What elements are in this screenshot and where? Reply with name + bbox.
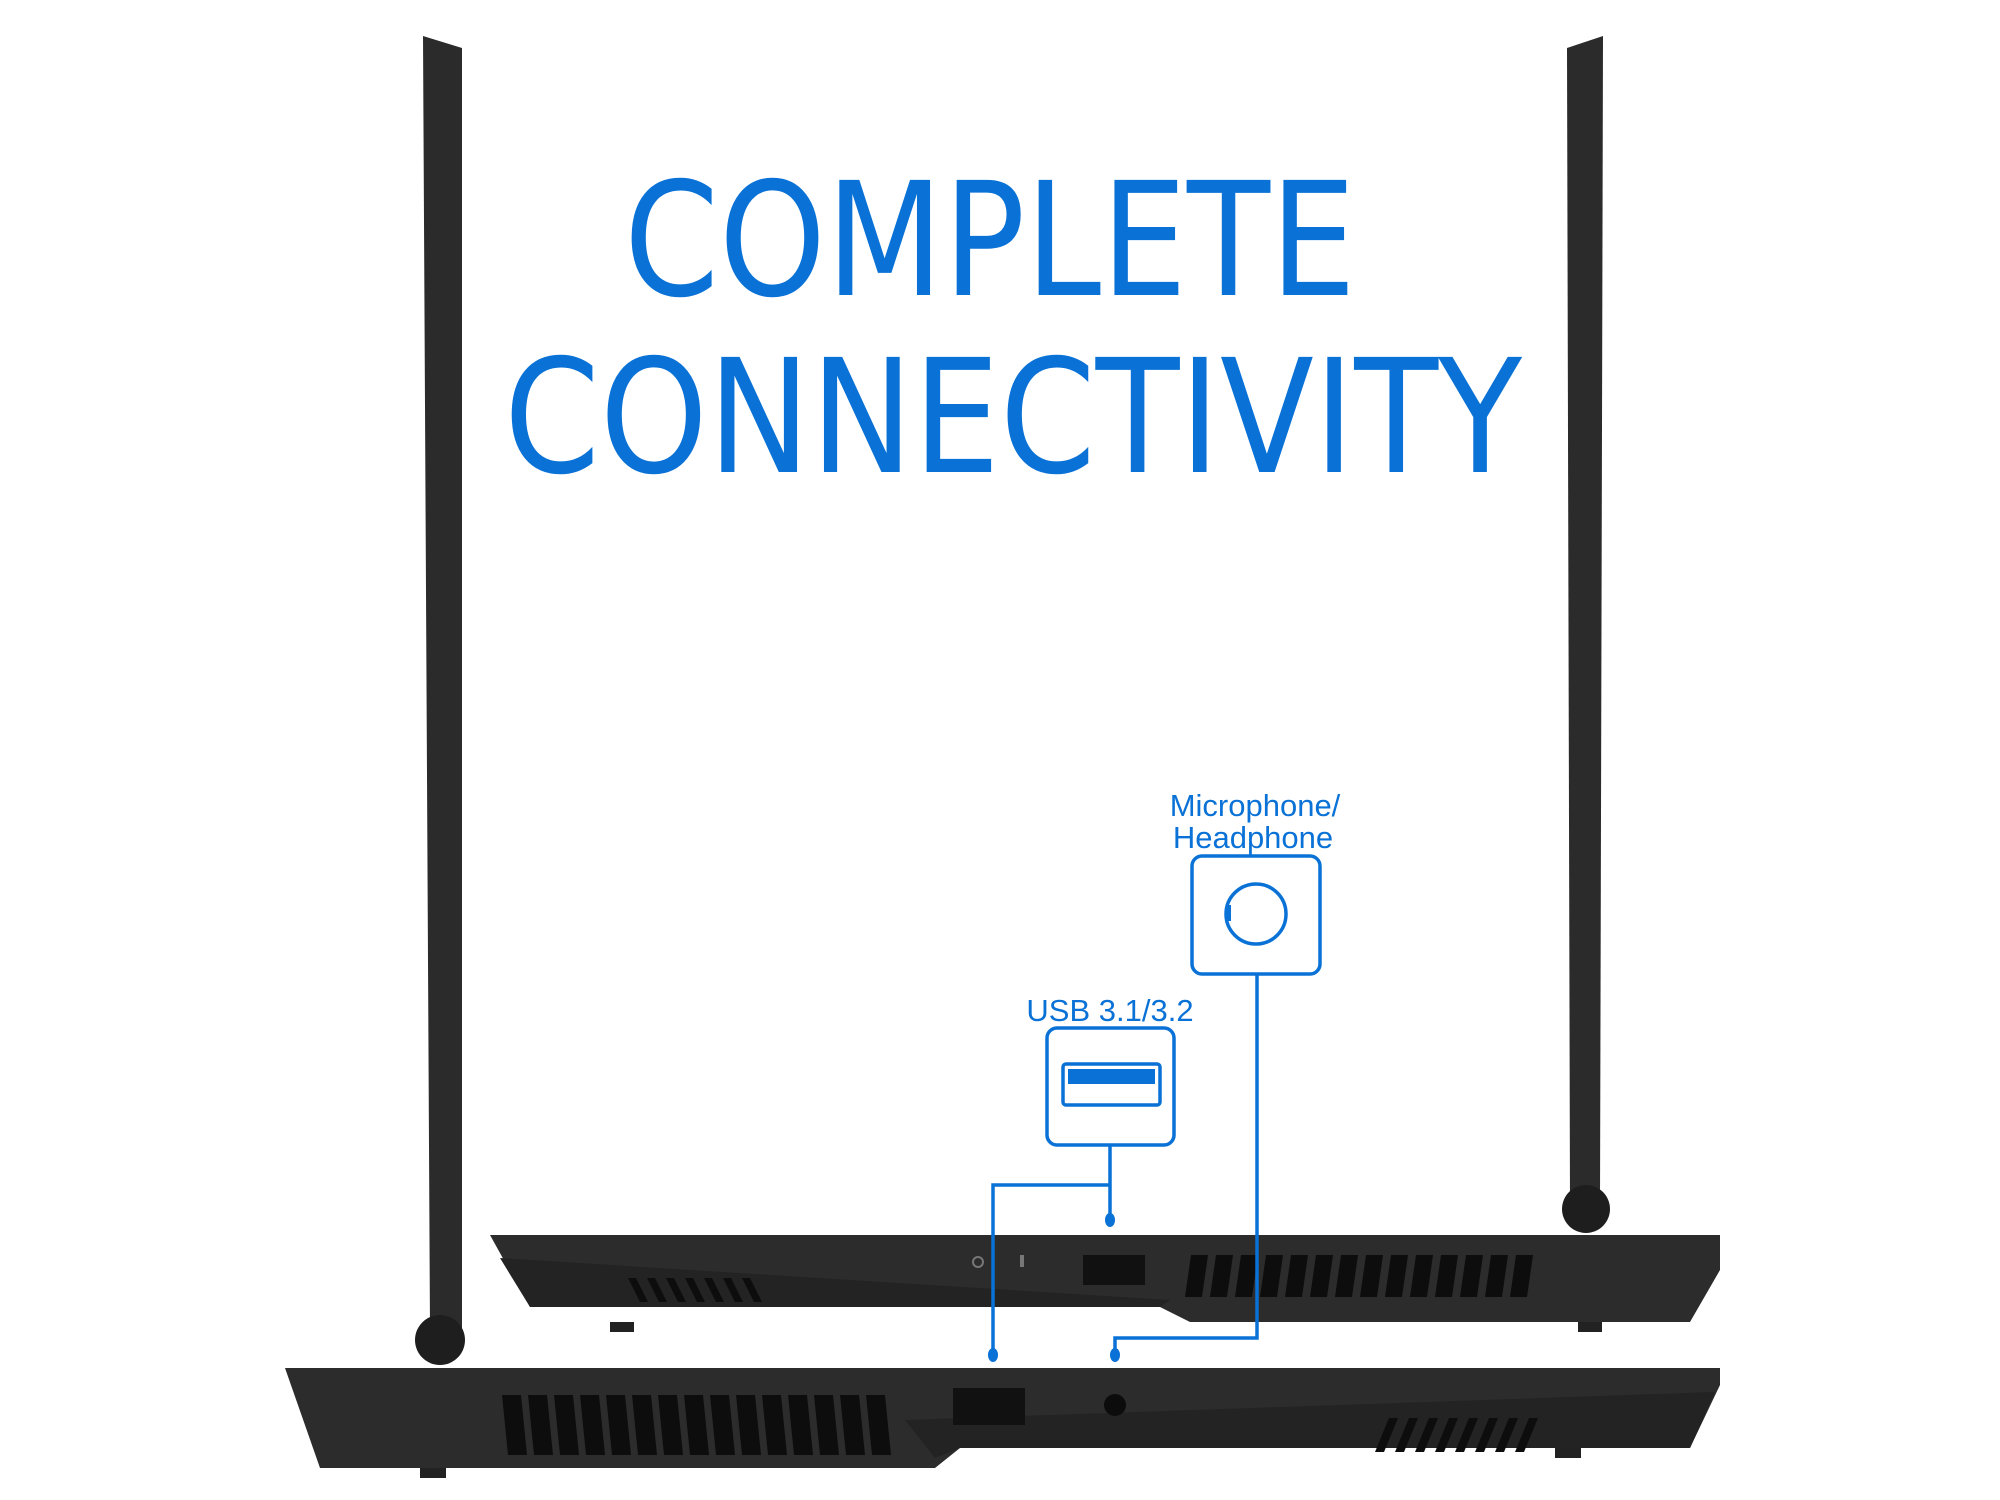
usb-port [1083, 1255, 1145, 1285]
vent-slat [580, 1395, 605, 1455]
vent-slat [1210, 1255, 1233, 1297]
vent-slat [1360, 1255, 1383, 1297]
lower-laptop-screen-edge [423, 36, 462, 1330]
title-line-1: COMPLETE [624, 149, 1356, 333]
vent-slat [1335, 1255, 1358, 1297]
audio-callout-label-1: Microphone/ [1170, 788, 1341, 823]
vent-slat [1475, 1418, 1498, 1452]
vent-slat [647, 1278, 667, 1302]
callout-lines [991, 974, 1259, 1352]
vent-slat [1260, 1255, 1283, 1297]
vent-grille [1185, 1255, 1533, 1297]
vent-slat [840, 1395, 865, 1455]
upper-laptop-base [490, 1185, 1720, 1332]
usb-callout-box [1045, 1026, 1176, 1147]
vent-slat [1455, 1418, 1478, 1452]
vent-slat [606, 1395, 631, 1455]
vent-slat [788, 1395, 813, 1455]
vent-slat [742, 1278, 762, 1302]
vent-slat [1515, 1418, 1538, 1452]
power-icon [972, 1256, 984, 1268]
upper-laptop-screen-edge [1567, 36, 1603, 1205]
vent-slat [684, 1395, 709, 1455]
audio-callout-box [1190, 854, 1322, 976]
vent-grille [628, 1278, 762, 1302]
usb-callout-label: USB 3.1/3.2 [1026, 993, 1193, 1028]
audio-jack-notch-icon [1227, 905, 1231, 921]
usb-port [953, 1388, 1025, 1425]
audio-callout-label-2: Headphone [1173, 820, 1333, 855]
vent-slat [1410, 1255, 1433, 1297]
audio-jack [1104, 1394, 1126, 1416]
vent-slat [1510, 1255, 1533, 1297]
vent-slat [1435, 1255, 1458, 1297]
vent-slat [1485, 1255, 1508, 1297]
vent-slat [1395, 1418, 1418, 1452]
vent-slat [632, 1395, 657, 1455]
vent-slat [1235, 1255, 1258, 1297]
vent-slat [1310, 1255, 1333, 1297]
vent-slat [814, 1395, 839, 1455]
vent-slat [658, 1395, 683, 1455]
hinge-icon [415, 1315, 465, 1365]
vent-slat [1285, 1255, 1308, 1297]
vent-slat [628, 1278, 648, 1302]
vent-grille [1375, 1418, 1538, 1452]
vent-slat [1495, 1418, 1518, 1452]
vent-slat [704, 1278, 724, 1302]
usb-port-icon [1061, 1062, 1162, 1107]
vent-slat [554, 1395, 579, 1455]
vent-slat [1185, 1255, 1208, 1297]
vent-slat [685, 1278, 705, 1302]
usb-port-contact-icon [1068, 1069, 1155, 1084]
vent-slat [866, 1395, 891, 1455]
vent-slat [1435, 1418, 1458, 1452]
vent-slat [1415, 1418, 1438, 1452]
hinge-icon [1562, 1185, 1610, 1233]
vent-slat [666, 1278, 686, 1302]
lower-laptop-base [285, 1315, 1720, 1478]
vent-slat [1460, 1255, 1483, 1297]
headphone-indicator-icon [1020, 1255, 1024, 1267]
vent-slat [736, 1395, 761, 1455]
audio-jack-icon [1224, 882, 1288, 946]
vent-slat [1375, 1418, 1398, 1452]
title-line-2: CONNECTIVITY [504, 326, 1522, 510]
vent-slat [1385, 1255, 1408, 1297]
callout-dots [988, 1213, 1120, 1362]
vent-slat [528, 1395, 553, 1455]
vent-slat [710, 1395, 735, 1455]
vent-slat [723, 1278, 743, 1302]
vent-slat [762, 1395, 787, 1455]
vent-slat [502, 1395, 527, 1455]
vent-grille [502, 1395, 891, 1455]
